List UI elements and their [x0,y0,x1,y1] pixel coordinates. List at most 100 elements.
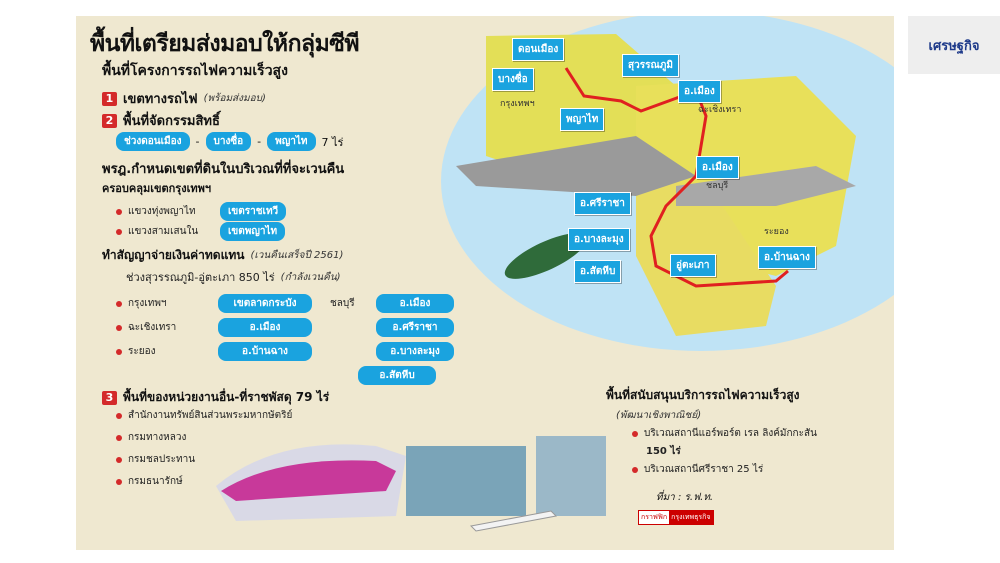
item-2-dash: - [195,135,200,148]
item-1-note: (พร้อมส่งมอบ) [203,93,266,104]
agency-item: กรมทางหลวง [116,430,186,445]
compensation-extra: อ.สัตหีบ [358,366,436,385]
compensation-row: ฉะเชิงเทรา อ.เมือง อ.ศรีราชา [116,318,454,337]
decree-row: แขวงสามเสนใน เขตพญาไท [116,222,286,241]
comp-province: กรุงเทพฯ [128,298,167,309]
bullet-icon [116,300,122,307]
support-item-line1: บริเวณสถานีศรีราชา 25 ไร่ [644,464,764,475]
comp-province: ฉะเชิงเทรา [128,322,177,333]
bullet-icon [116,412,122,419]
item-3-number: 3 [102,390,117,405]
compensation-note: (เวนคืนเสร็จปี 2561) [250,250,344,261]
bullet-icon [632,430,638,437]
bullet-icon [116,478,122,485]
support-item-line2: 150 ไร่ [646,446,681,457]
item-3-label: พื้นที่ของหน่วยงานอื่น-ที่ราชพัสดุ 79 ไร… [123,390,330,404]
agency-item: กรมธนารักษ์ [116,474,183,489]
decree-row: แขวงทุ่งพญาไท เขตราชเทวี [116,202,287,221]
decree-heading: พรฎ.กำหนดเขตที่ดินในบริเวณที่ที่จะเวนคืน [102,158,344,179]
bullet-icon [116,228,122,235]
support-item: บริเวณสถานีแอร์พอร์ต เรล ลิงค์มักกะสัน [632,426,817,441]
page-title: พื้นที่เตรียมส่งมอบให้กลุ่มซีพี [90,31,360,57]
bullet-icon [116,434,122,441]
station-label: บางซื่อ [492,68,534,91]
support-item: บริเวณสถานีศรีราชา 25 ไร่ [632,462,763,477]
comp-district-2: อ.ศรีราชา [376,318,454,337]
province-label: กรุงเทพฯ [500,99,535,109]
segment-text: ช่วงสุวรรณภูมิ-อู่ตะเภา 850 ไร่ [126,271,275,284]
item-2: 2 พื้นที่จัดกรรมสิทธิ์ [102,110,220,131]
item-1-label: เขตทางรถไฟ [123,92,198,107]
logo-part: กราฟฟิก [639,511,670,524]
station-label: ดอนเมือง [512,38,565,61]
station-label: พญาไท [560,108,605,131]
agency-item: กรมชลประทาน [116,452,195,467]
item-1: 1 เขตทางรถไฟ (พร้อมส่งมอบ) [102,88,266,109]
agency-item: สำนักงานทรัพย์สินส่วนพระมหากษัตริย์ [116,408,292,423]
bullet-icon [116,208,122,215]
logo-part: กรุงเทพธุรกิจ [669,511,713,524]
decree-area: แขวงทุ่งพญาไท [128,206,196,217]
station-label: อ.บางละมุง [568,228,630,251]
comp-province-2: ชลบุรี [330,298,355,309]
station-label: อู่ตะเภา [670,254,716,277]
bullet-icon [116,324,122,331]
station-label: อ.เมือง [696,156,739,179]
publisher-logo: กราฟฟิก กรุงเทพธุรกิจ [638,510,714,525]
province-label: ชลบุรี [706,181,729,191]
item-2-pill: ช่วงดอนเมือง [116,132,190,151]
support-note-text: (พัฒนาเชิงพาณิชย์) [616,410,702,421]
bullet-icon [116,456,122,463]
comp-district-2: อ.บางละมุง [376,342,454,361]
support-item-line1: บริเวณสถานีแอร์พอร์ต เรล ลิงค์มักกะสัน [644,428,817,439]
infographic: พื้นที่เตรียมส่งมอบให้กลุ่มซีพี พื้นที่โ… [76,16,894,550]
support-item-cont: 150 ไร่ [646,444,681,459]
agency-name: กรมธนารักษ์ [128,476,183,487]
bullet-icon [632,466,638,473]
item-2-dash: - [257,135,262,148]
item-2-pill: บางซื่อ [205,132,252,151]
compensation-row: กรุงเทพฯ เขตลาดกระบัง ชลบุรี อ.เมือง [116,294,454,313]
comp-district-extra: อ.สัตหีบ [358,366,436,385]
comp-district-2: อ.เมือง [376,294,454,313]
compensation-row: ระยอง อ.บ้านฉาง อ.บางละมุง [116,342,454,361]
compensation-heading: ทำสัญญาจ่ายเงินค่าทดแทน (เวนคืนเสร็จปี 2… [102,246,343,265]
comp-district: อ.เมือง [218,318,312,337]
decree-heading-text: พรฎ.กำหนดเขตที่ดินในบริเวณที่ที่จะเวนคืน [102,162,345,177]
station-label: อ.บ้านฉาง [758,246,816,269]
support-note: (พัฒนาเชิงพาณิชย์) [616,408,701,423]
province-label: ระยอง [764,227,789,237]
compensation-segment: ช่วงสุวรรณภูมิ-อู่ตะเภา 850 ไร่ (กำลังเว… [126,268,341,286]
page-subtitle: พื้นที่โครงการรถไฟความเร็วสูง [102,63,288,79]
decree-district: เขตราชเทวี [220,202,287,221]
decree-coverage-text: ครอบคลุมเขตกรุงเทพฯ [102,182,212,195]
item-2-pill: พญาไท [267,132,316,151]
item-3: 3 พื้นที่ของหน่วยงานอื่น-ที่ราชพัสดุ 79 … [102,388,329,407]
segment-note: (กำลังเวนคืน) [280,271,341,283]
decree-district: เขตพญาไท [220,222,286,241]
item-2-label: พื้นที่จัดกรรมสิทธิ์ [123,114,220,129]
station-label: สุวรรณภูมิ [622,54,679,77]
station-label: อ.เมือง [678,80,721,103]
comp-district: เขตลาดกระบัง [218,294,312,313]
decree-coverage: ครอบคลุมเขตกรุงเทพฯ [102,179,211,197]
agency-name: สำนักงานทรัพย์สินส่วนพระมหากษัตริย์ [128,410,293,421]
compensation-heading-text: ทำสัญญาจ่ายเงินค่าทดแทน [102,248,245,262]
province-label: ฉะเชิงเทรา [698,105,742,115]
agency-name: กรมชลประทาน [128,454,196,465]
station-label: อ.ศรีราชา [574,192,631,215]
item-2-area: 7 ไร่ [321,135,344,149]
item-2-number: 2 [102,113,117,128]
support-heading-text: พื้นที่สนับสนุนบริการรถไฟความเร็วสูง [606,388,800,402]
comp-province: ระยอง [128,346,156,357]
decree-area: แขวงสามเสนใน [128,226,199,237]
item-1-number: 1 [102,91,117,106]
bullet-icon [116,348,122,355]
item-2-areas: ช่วงดอนเมือง - บางซื่อ - พญาไท 7 ไร่ [116,132,343,151]
map-graphic [216,16,894,532]
station-label: อ.สัตหีบ [574,260,622,283]
agency-name: กรมทางหลวง [128,432,187,443]
source-credit: ที่มา : ร.ฟ.ท. [656,492,714,503]
comp-district: อ.บ้านฉาง [218,342,312,361]
section-tab[interactable]: เศรษฐกิจ [908,16,1000,74]
